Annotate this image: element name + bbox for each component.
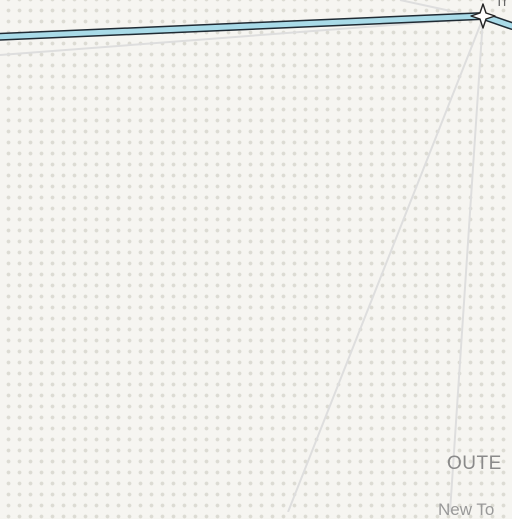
minor-road-line: [287, 17, 484, 512]
minor-roads: [0, 0, 484, 512]
locality-label: New To: [438, 500, 495, 519]
junction-star-icon[interactable]: [470, 3, 496, 29]
minor-road-line: [449, 17, 484, 512]
place-label: Tr: [495, 0, 508, 9]
region-label: OUTE: [447, 453, 502, 474]
highway-fill: [0, 13, 512, 40]
highway[interactable]: [0, 12, 512, 41]
minor-road-line: [0, 17, 484, 56]
